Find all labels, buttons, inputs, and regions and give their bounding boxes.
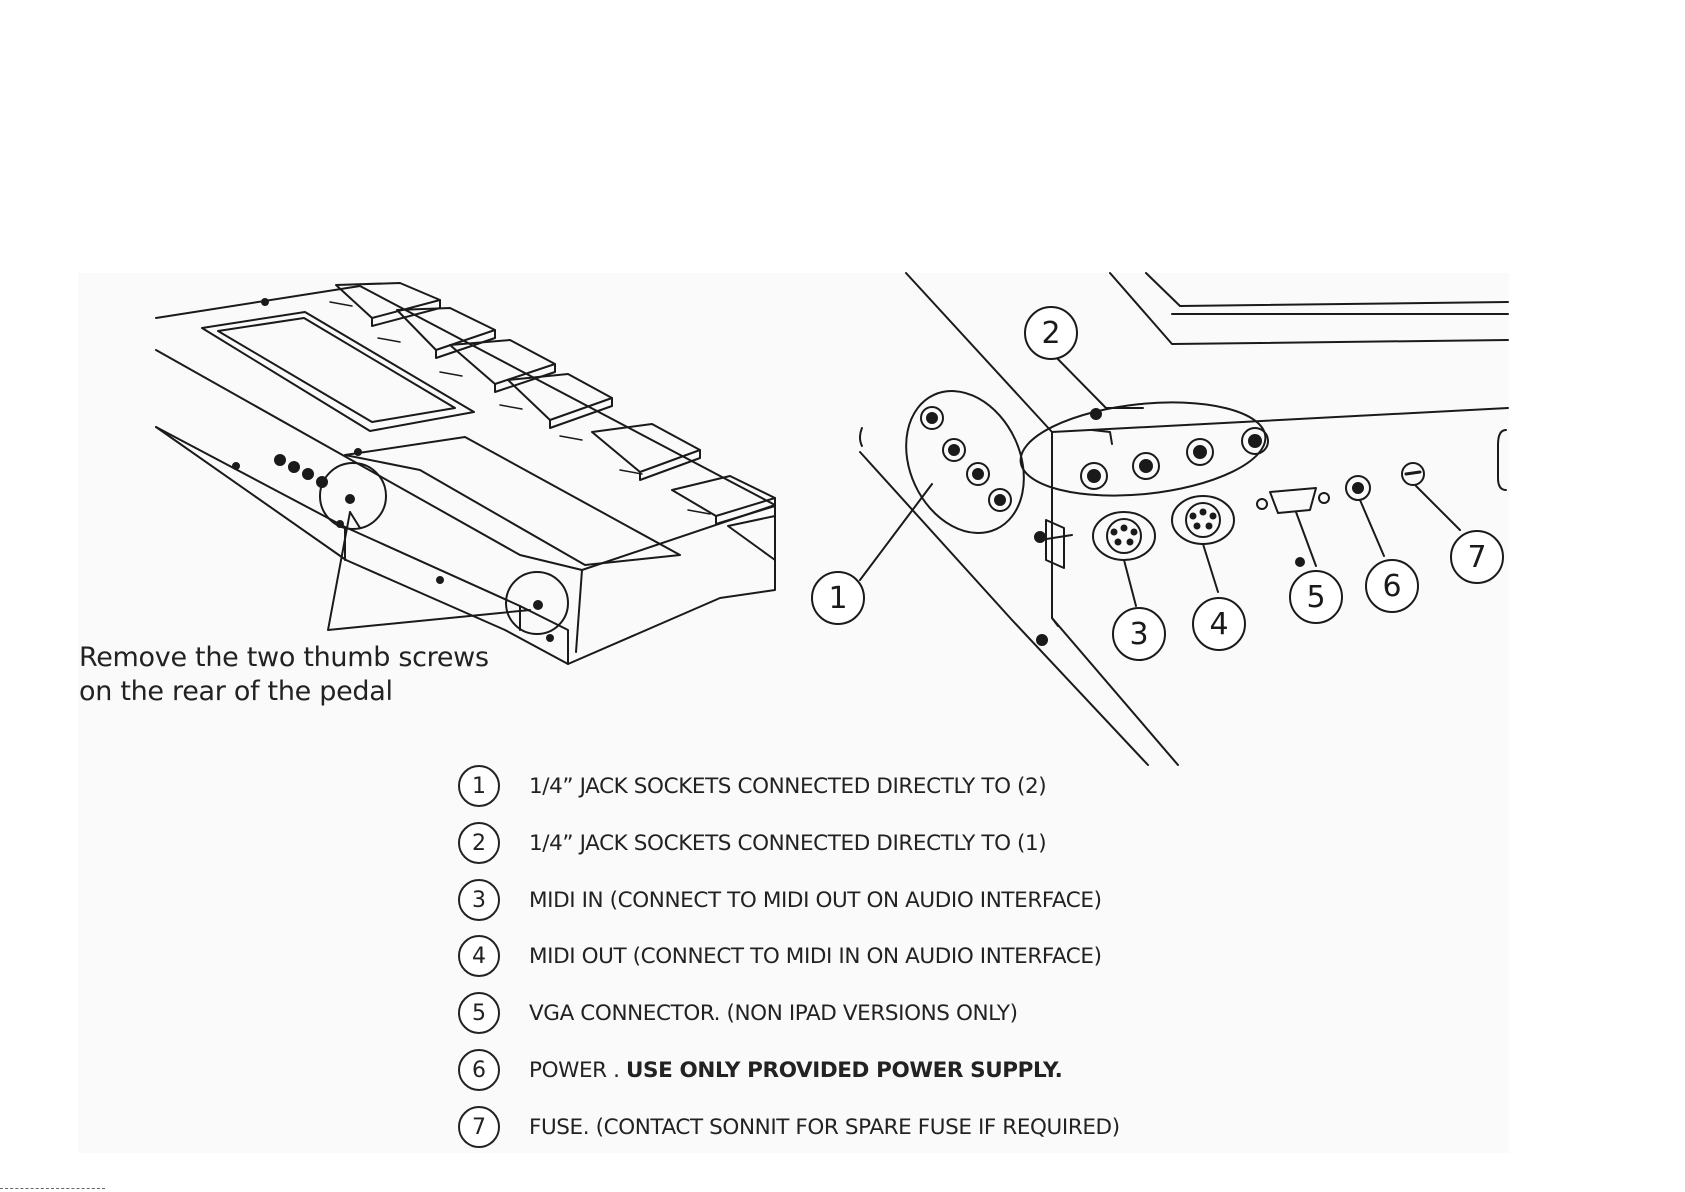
legend-text-plain: POWER .	[529, 1057, 626, 1083]
legend-number: 3	[458, 879, 500, 921]
legend-text: MIDI IN (CONNECT TO MIDI OUT ON AUDIO IN…	[529, 887, 1102, 913]
legend-number: 7	[458, 1106, 500, 1148]
thumb-screw-circle-1	[319, 462, 387, 530]
callout-3: 3	[1129, 617, 1148, 652]
legend-text: 1/4” JACK SOCKETS CONNECTED DIRECTLY TO …	[529, 830, 1047, 856]
rear-panel-drawing	[859, 272, 1509, 766]
callout-1: 1	[828, 581, 847, 616]
legend-number: 1	[458, 765, 500, 807]
caption-line-2: on the rear of the pedal	[79, 676, 393, 707]
legend-row-3: 3 MIDI IN (CONNECT TO MIDI OUT ON AUDIO …	[458, 877, 1102, 923]
callout-2: 2	[1041, 316, 1060, 351]
legend-number: 5	[458, 992, 500, 1034]
callout-7: 7	[1467, 540, 1486, 575]
callout-5: 5	[1306, 580, 1325, 615]
footer-rule	[0, 1188, 105, 1191]
jack-sockets-group-2	[1080, 427, 1269, 490]
legend-row-6: 6 POWER . USE ONLY PROVIDED POWER SUPPLY…	[458, 1047, 1063, 1093]
caption-line-1: Remove the two thumb screws	[79, 642, 489, 673]
legend-number: 6	[458, 1049, 500, 1091]
legend-row-2: 2 1/4” JACK SOCKETS CONNECTED DIRECTLY T…	[458, 820, 1047, 866]
legend-number: 4	[458, 935, 500, 977]
legend-text: POWER . USE ONLY PROVIDED POWER SUPPLY.	[529, 1057, 1063, 1083]
footswitch-pads	[335, 282, 776, 561]
legend-text-bold: USE ONLY PROVIDED POWER SUPPLY.	[625, 1057, 1063, 1083]
thumb-screw-circle-2	[505, 571, 569, 635]
legend-number: 2	[458, 822, 500, 864]
legend-text: FUSE. (CONTACT SONNIT FOR SPARE FUSE IF …	[529, 1114, 1120, 1140]
callout-4: 4	[1209, 607, 1228, 642]
callout-6: 6	[1382, 569, 1401, 604]
legend-text: VGA CONNECTOR. (NON IPAD VERSIONS ONLY)	[529, 1000, 1018, 1026]
jack-sockets-group-1	[920, 406, 1012, 512]
legend-row-4: 4 MIDI OUT (CONNECT TO MIDI IN ON AUDIO …	[458, 933, 1102, 979]
pedal-board-drawing	[155, 282, 776, 665]
legend-text: 1/4” JACK SOCKETS CONNECTED DIRECTLY TO …	[529, 773, 1047, 799]
legend-row-7: 7 FUSE. (CONTACT SONNIT FOR SPARE FUSE I…	[458, 1104, 1120, 1150]
legend-row-1: 1 1/4” JACK SOCKETS CONNECTED DIRECTLY T…	[458, 763, 1047, 809]
legend-row-5: 5 VGA CONNECTOR. (NON IPAD VERSIONS ONLY…	[458, 990, 1018, 1036]
legend-text: MIDI OUT (CONNECT TO MIDI IN ON AUDIO IN…	[529, 943, 1102, 969]
callout-circles	[811, 306, 1504, 661]
